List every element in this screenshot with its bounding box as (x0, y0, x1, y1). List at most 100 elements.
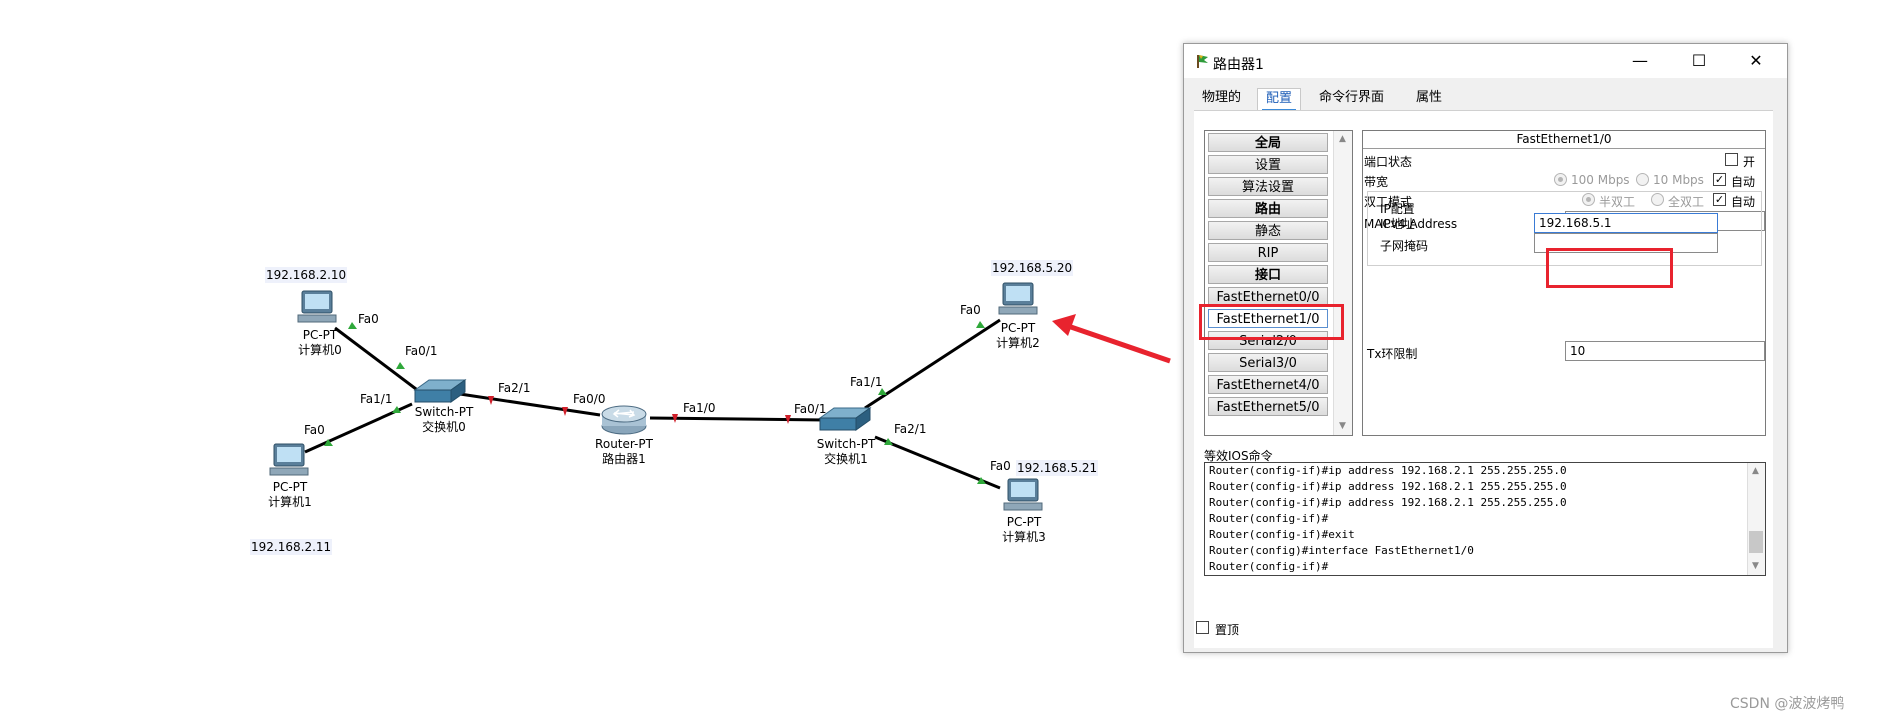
tx-ring-limit-field[interactable]: 10 (1565, 341, 1765, 361)
port-on-checkbox[interactable] (1725, 153, 1738, 166)
maximize-button[interactable]: ☐ (1691, 51, 1707, 70)
subnet-mask-label: 子网掩码 (1380, 239, 1429, 253)
scroll-up-icon[interactable]: ▲ (1752, 466, 1759, 476)
cable-pc0-sw0[interactable] (334, 326, 421, 394)
bw-100-radio[interactable] (1554, 173, 1567, 186)
port-status-label: 端口状态 (1364, 155, 1413, 169)
nav-global[interactable]: 全局 (1208, 133, 1328, 152)
scroll-down-icon[interactable]: ▼ (1339, 421, 1346, 431)
link-down-marker (672, 414, 678, 423)
pc-icon[interactable] (998, 282, 1038, 315)
device-label-sw0[interactable]: Switch-PT 交换机0 (404, 405, 484, 435)
tab-physical[interactable]: 物理的 (1202, 90, 1242, 105)
device-label-router[interactable]: Router-PT 路由器1 (584, 437, 664, 467)
router-config-window[interactable]: 路由器1 — ☐ ✕ 物理的 配置 命令行界面 属性 全局 设置 算法设置 路由… (1183, 43, 1788, 653)
ip-label-pc1: 192.168.2.11 (250, 539, 333, 555)
minimize-button[interactable]: — (1632, 51, 1648, 70)
router-icon[interactable] (601, 405, 647, 435)
ios-commands-console[interactable]: Router(config-if)#ip address 192.168.2.1… (1204, 462, 1766, 576)
port-label: Fa0 (960, 303, 981, 317)
cables (304, 318, 1001, 490)
device-name: 路由器1 (602, 452, 646, 466)
port-label: Fa0/1 (794, 402, 827, 416)
half-duplex-radio[interactable] (1582, 193, 1595, 206)
bw-10-radio[interactable] (1636, 173, 1649, 186)
full-duplex-radio[interactable] (1651, 193, 1664, 206)
ios-scrollbar[interactable]: ▲ ▼ (1747, 463, 1765, 575)
device-label-pc0[interactable]: PC-PT 计算机0 (292, 328, 348, 358)
ios-line: Router(config-if)#ip address 192.168.2.1… (1209, 496, 1567, 509)
port-on-label: 开 (1743, 155, 1756, 169)
device-name: 交换机0 (422, 420, 466, 434)
nav-algorithm-settings[interactable]: 算法设置 (1208, 177, 1328, 196)
cable-sw1-pc3[interactable] (874, 435, 1001, 490)
device-name: 计算机1 (268, 495, 312, 509)
topmost-label: 置顶 (1215, 623, 1240, 637)
bw-auto-checkbox[interactable]: ✓ (1713, 173, 1726, 186)
bw-100-label: 100 Mbps (1571, 173, 1630, 187)
tab-config[interactable]: 配置 (1257, 88, 1302, 112)
port-label: Fa0/0 (573, 392, 606, 406)
device-type: Switch-PT (816, 437, 876, 451)
topmost-checkbox[interactable] (1196, 621, 1209, 634)
device-type: Switch-PT (414, 405, 474, 419)
tab-cli[interactable]: 命令行界面 (1319, 90, 1385, 105)
bandwidth-label: 带宽 (1364, 175, 1389, 189)
ios-line: Router(config-if)#exit (1209, 528, 1355, 541)
device-label-pc3[interactable]: PC-PT 计算机3 (996, 515, 1052, 545)
close-button[interactable]: ✕ (1749, 51, 1763, 70)
ip-label-pc3: 192.168.5.21 (1016, 460, 1099, 476)
tx-ring-limit-label: Tx环限制 (1367, 347, 1418, 361)
cable-sw0-router[interactable] (459, 392, 601, 417)
duplex-label: 双工模式 (1364, 195, 1413, 209)
switch-icon[interactable] (818, 407, 872, 431)
half-duplex-label: 半双工 (1599, 195, 1636, 209)
scroll-down-icon[interactable]: ▼ (1752, 561, 1759, 571)
scroll-thumb[interactable] (1749, 531, 1763, 553)
port-label: Fa0 (990, 459, 1011, 473)
duplex-auto-label: 自动 (1731, 195, 1756, 209)
nav-serial3-0[interactable]: Serial3/0 (1208, 353, 1328, 372)
duplex-auto-checkbox[interactable]: ✓ (1713, 193, 1726, 206)
nav-fastethernet1-0[interactable]: FastEthernet1/0 (1208, 309, 1328, 328)
pc-icon[interactable] (1003, 478, 1043, 511)
pc-icon[interactable] (297, 290, 337, 323)
link-up-marker (977, 477, 986, 484)
cable-sw1-pc2[interactable] (864, 318, 1001, 410)
packet-tracer-app-icon (1194, 53, 1210, 73)
link-down-marker (562, 407, 568, 416)
ipv4-address-input[interactable]: 192.168.5.1 (1534, 213, 1718, 233)
link-up-marker (392, 406, 401, 413)
link-down-marker (785, 415, 791, 424)
tab-attributes[interactable]: 属性 (1416, 90, 1443, 105)
device-name: 计算机3 (1002, 530, 1046, 544)
device-name: 计算机2 (996, 336, 1040, 350)
interface-header: FastEthernet1/0 (1363, 131, 1765, 149)
nav-rip[interactable]: RIP (1208, 243, 1328, 262)
config-nav-list[interactable]: 全局 设置 算法设置 路由 静态 RIP 接口 FastEthernet0/0 … (1204, 130, 1353, 436)
nav-routing[interactable]: 路由 (1208, 199, 1328, 218)
nav-fastethernet0-0[interactable]: FastEthernet0/0 (1208, 287, 1328, 306)
nav-scrollbar[interactable]: ▲ ▼ (1333, 131, 1352, 435)
link-down-marker (488, 396, 494, 405)
nav-fastethernet4-0[interactable]: FastEthernet4/0 (1208, 375, 1328, 394)
device-type: PC-PT (272, 480, 308, 494)
device-name: 计算机0 (298, 343, 342, 357)
switch-icon[interactable] (413, 379, 467, 403)
device-type: PC-PT (1000, 321, 1036, 335)
port-label: Fa0 (304, 423, 325, 437)
nav-fastethernet5-0[interactable]: FastEthernet5/0 (1208, 397, 1328, 416)
device-type: PC-PT (302, 328, 338, 342)
nav-settings[interactable]: 设置 (1208, 155, 1328, 174)
nav-interface[interactable]: 接口 (1208, 265, 1328, 284)
pc-icon[interactable] (269, 443, 309, 476)
device-label-pc1[interactable]: PC-PT 计算机1 (262, 480, 318, 510)
device-label-pc2[interactable]: PC-PT 计算机2 (990, 321, 1046, 351)
bw-auto-label: 自动 (1731, 175, 1756, 189)
scroll-up-icon[interactable]: ▲ (1339, 134, 1346, 144)
cable-router-sw1[interactable] (649, 416, 826, 422)
device-label-sw1[interactable]: Switch-PT 交换机1 (806, 437, 886, 467)
window-titlebar[interactable]: 路由器1 — ☐ ✕ (1184, 44, 1787, 78)
nav-static[interactable]: 静态 (1208, 221, 1328, 240)
